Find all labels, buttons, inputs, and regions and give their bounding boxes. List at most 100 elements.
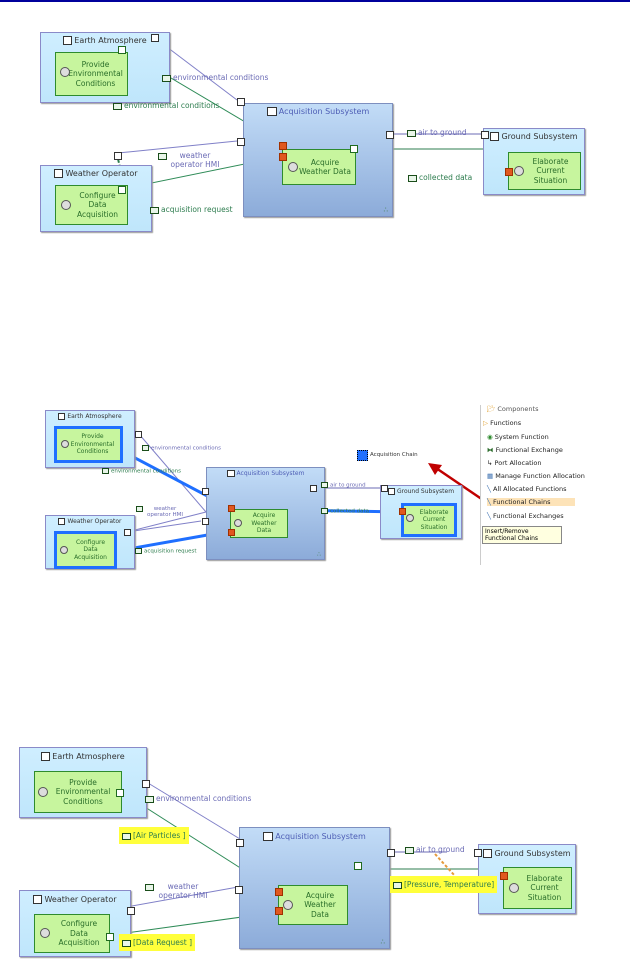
port-allocation-icon: ↳ [487,459,493,467]
component-port[interactable] [474,849,482,857]
functional-chain-node[interactable] [357,450,368,461]
component-port[interactable] [127,907,135,915]
palette-folder-functions[interactable]: ▷ Functions [483,419,522,427]
function-port-out[interactable] [106,933,114,941]
palette-item-functional-exchanges[interactable]: ╲ Functional Exchanges [487,512,564,520]
exchange-label: weather operator HMI [136,506,185,518]
exchange-label: air to ground [405,845,465,854]
palette-item-system-function[interactable]: ◉ System Function [487,433,549,441]
component-port[interactable] [114,152,122,160]
component-port[interactable] [151,34,159,42]
function-port-out[interactable] [118,186,126,194]
palette-item-functional-chains[interactable]: ╲ Functional Chains [487,498,575,506]
functional-chain-label[interactable]: Acquisition Chain [370,452,418,458]
function-port-in[interactable] [399,508,406,515]
system-function-icon [61,200,71,210]
function-port-out[interactable] [350,145,358,153]
exchange-icon [405,846,414,854]
component-port[interactable] [202,488,209,495]
exchange-icon [321,508,328,514]
function-port-out[interactable] [116,789,124,797]
function-provide-environmental-conditions[interactable]: Provide Environmental Conditions [34,771,122,813]
exchange-icon [135,548,142,554]
allocation-icon: ∴ [317,551,321,558]
system-function-icon [38,787,48,797]
allocation-icon: ∴ [383,206,388,214]
function-port-out[interactable] [118,46,126,54]
palette-item-manage-function-allocation[interactable]: ▦ Manage Function Allocation [487,472,585,480]
functional-chain-icon: ╲ [487,512,491,520]
exchange-icon [102,468,109,474]
actor-icon [63,36,73,45]
component-exchange-hmi[interactable] [117,140,238,154]
exchange-icon [408,174,417,182]
palette-folder-components[interactable]: 📂︎ Components [487,405,539,413]
component-exchange-hmi[interactable] [114,886,239,910]
exchange-icon [393,881,402,889]
system-function-icon [60,67,70,77]
actor-icon [54,169,64,178]
port-allocation [434,853,456,877]
function-port-in[interactable] [275,907,283,915]
system-function-icon [40,928,50,938]
component-port[interactable] [381,485,388,492]
top-border [0,0,630,2]
function-port-in[interactable] [228,529,235,536]
exchange-label-highlighted: [Pressure, Temperature] [390,876,498,893]
palette-item-functional-exchange[interactable]: ⧓ Functional Exchange [487,446,563,454]
exchange-label: environmental conditions [145,794,251,803]
component-port[interactable] [310,485,317,492]
exchange-label: environmental conditions [162,73,268,82]
component-exchange-hmi[interactable] [126,511,207,533]
exchange-label: air to ground [407,128,467,137]
manage-allocation-icon: ▦ [487,472,494,480]
exchange-icon [158,152,167,160]
component-icon [226,470,235,477]
function-port-in[interactable] [500,872,508,880]
component-acquisition-subsystem[interactable]: Acquisition Subsystem ∴ [243,103,393,217]
component-port[interactable] [237,98,245,106]
folder-icon: ▷ [483,419,488,427]
component-port[interactable] [235,886,243,894]
component-port[interactable] [124,529,131,536]
component-port[interactable] [386,131,394,139]
exchange-label: acquisition request [135,548,196,555]
function-port-out[interactable] [354,862,362,870]
function-provide-environmental-conditions[interactable]: Provide Environmental Conditions [55,52,128,96]
palette-item-port-allocation[interactable]: ↳ Port Allocation [487,459,542,467]
component-exchange-hmi2[interactable] [126,520,202,533]
component-port[interactable] [142,780,150,788]
exchange-icon [321,482,328,488]
system-function-icon [288,162,298,172]
exchange-label: air to ground [321,482,366,489]
exchange-label: environmental conditions [102,468,181,475]
palette-item-all-allocated-functions[interactable]: ╲ All Allocated Functions [487,485,567,493]
component-icon [263,832,274,841]
component-port[interactable] [481,131,489,139]
component-title: Earth Atmosphere [74,36,147,45]
function-port-in[interactable] [228,505,235,512]
component-port[interactable] [135,431,142,438]
function-port-in[interactable] [279,153,287,161]
functional-chain-icon: ╲ [487,485,491,493]
system-function-icon [406,514,414,522]
function-acquire-weather-data[interactable]: Acquire Weather Data [230,509,288,538]
component-icon [483,849,493,858]
functional-exchange-icon: ⧓ [487,446,494,454]
component-port[interactable] [237,138,245,146]
component-port[interactable] [387,849,395,857]
exchange-label: environmental conditions [113,101,219,110]
exchange-icon [122,832,131,840]
component-exchange-env[interactable] [138,433,207,513]
component-port[interactable] [202,518,209,525]
exchange-icon [145,795,154,803]
function-port-in[interactable] [279,142,287,150]
actor-icon [58,518,66,525]
component-exchange-env[interactable] [147,782,241,840]
function-port-in[interactable] [275,888,283,896]
function-port-in[interactable] [505,168,513,176]
system-function-icon [234,519,242,527]
component-port[interactable] [236,839,244,847]
exchange-label-highlighted: [Air Particles ] [119,827,189,844]
system-function-icon [283,900,293,910]
